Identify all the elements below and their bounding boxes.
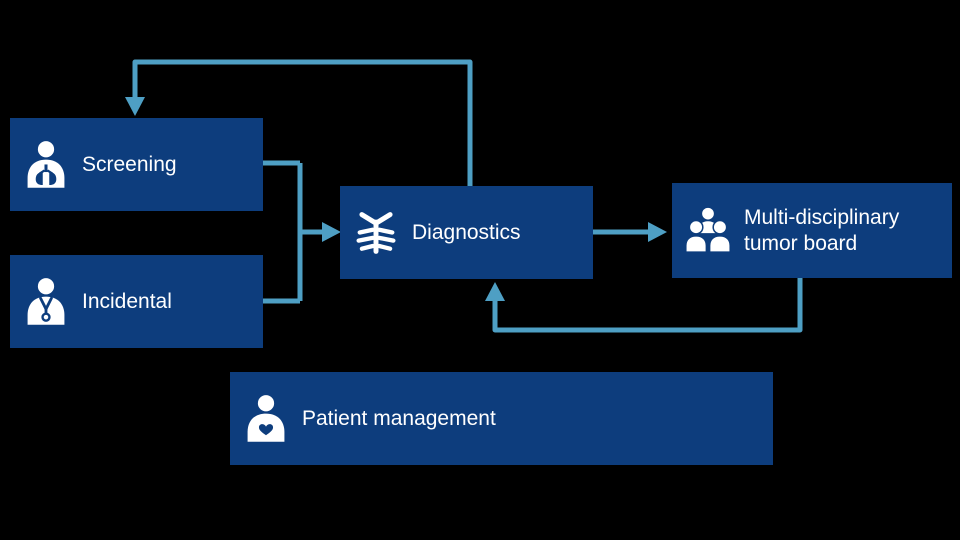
node-label-incidental: Incidental <box>82 289 172 313</box>
edge-tumor-board-to-diagnostics <box>485 278 803 333</box>
node-patient-management: Patient management <box>230 372 773 465</box>
patient-heart-icon <box>230 393 302 445</box>
node-label-patient-management: Patient management <box>302 406 496 430</box>
edge-diagnostics-to-tumor-board <box>593 222 667 242</box>
node-diagnostics: Diagnostics <box>340 186 593 279</box>
node-screening: Screening <box>10 118 263 211</box>
people-group-icon <box>672 205 744 257</box>
doctor-stethoscope-icon <box>10 276 82 328</box>
node-label-tumor-board: Multi-disciplinary tumor board <box>744 205 900 255</box>
ribcage-xray-icon <box>340 207 412 259</box>
person-lungs-icon <box>10 139 82 191</box>
node-incidental: Incidental <box>10 255 263 348</box>
node-label-screening: Screening <box>82 152 177 176</box>
node-label-diagnostics: Diagnostics <box>412 220 521 244</box>
edge-screening-incidental-to-diagnostics <box>263 160 341 304</box>
node-tumor-board: Multi-disciplinary tumor board <box>672 183 952 278</box>
edge-diagnostics-to-screening <box>125 59 473 186</box>
